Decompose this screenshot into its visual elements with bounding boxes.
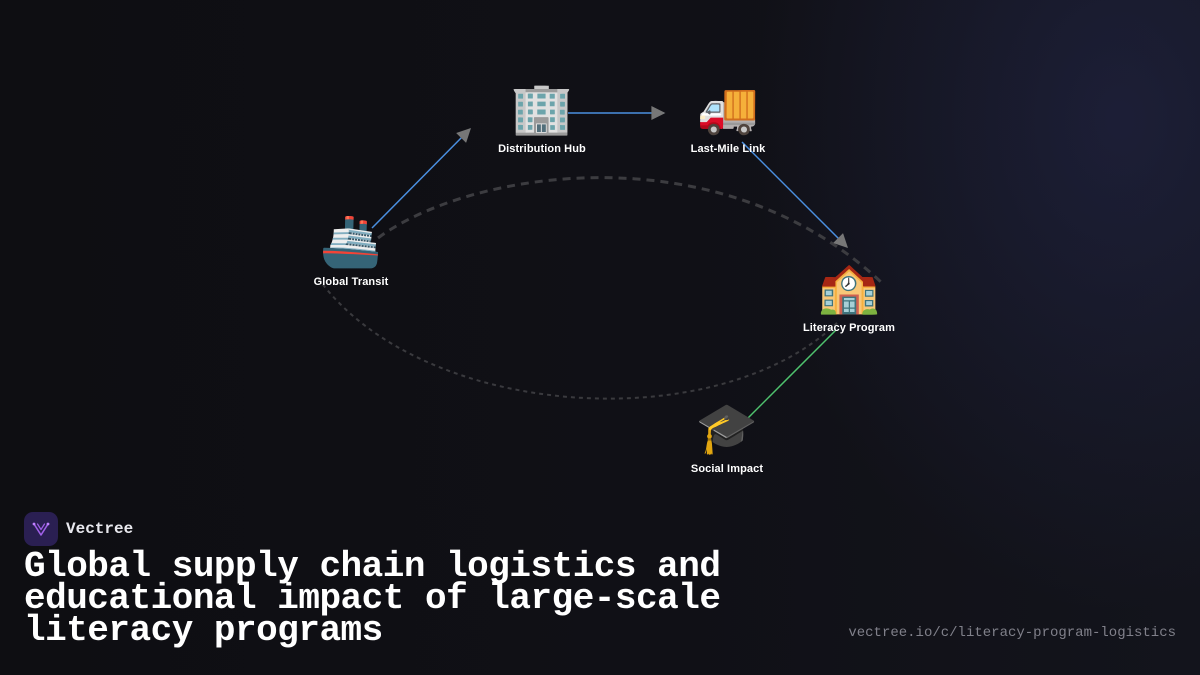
node-distribution-hub[interactable]: 🏢 Distribution Hub — [462, 79, 622, 155]
brand[interactable]: Vectree — [24, 512, 133, 546]
edge-literacy-to-impact — [745, 329, 837, 421]
node-global-transit[interactable]: 🚢 Global Transit — [271, 212, 431, 288]
node-last-mile-link[interactable]: 🚚 Last-Mile Link — [648, 79, 808, 155]
page-url[interactable]: vectree.io/c/literacy-program-logistics — [848, 625, 1176, 641]
edge-lastmile-to-literacy — [741, 141, 848, 248]
office-building-icon: 🏢 — [510, 80, 574, 136]
page-title: Global supply chain logistics and educat… — [24, 546, 721, 651]
edge-transit-to-hub — [371, 128, 471, 229]
school-icon: 🏫 — [817, 259, 881, 315]
node-label: Global Transit — [313, 276, 389, 288]
vectree-logo-icon — [24, 512, 58, 546]
node-label: Literacy Program — [802, 322, 896, 334]
node-literacy-program[interactable]: 🏫 Literacy Program — [769, 258, 929, 334]
brand-name: Vectree — [66, 520, 134, 538]
node-social-impact[interactable]: 🎓 Social Impact — [647, 399, 807, 475]
cycle-arc-lower — [317, 277, 841, 400]
graduation-cap-icon: 🎓 — [695, 400, 759, 456]
node-label: Last-Mile Link — [690, 143, 766, 155]
node-label: Distribution Hub — [498, 143, 586, 155]
cycle-arc-upper — [377, 176, 884, 285]
ship-icon: 🚢 — [319, 213, 383, 269]
delivery-truck-icon: 🚚 — [696, 80, 760, 136]
node-label: Social Impact — [690, 463, 764, 475]
